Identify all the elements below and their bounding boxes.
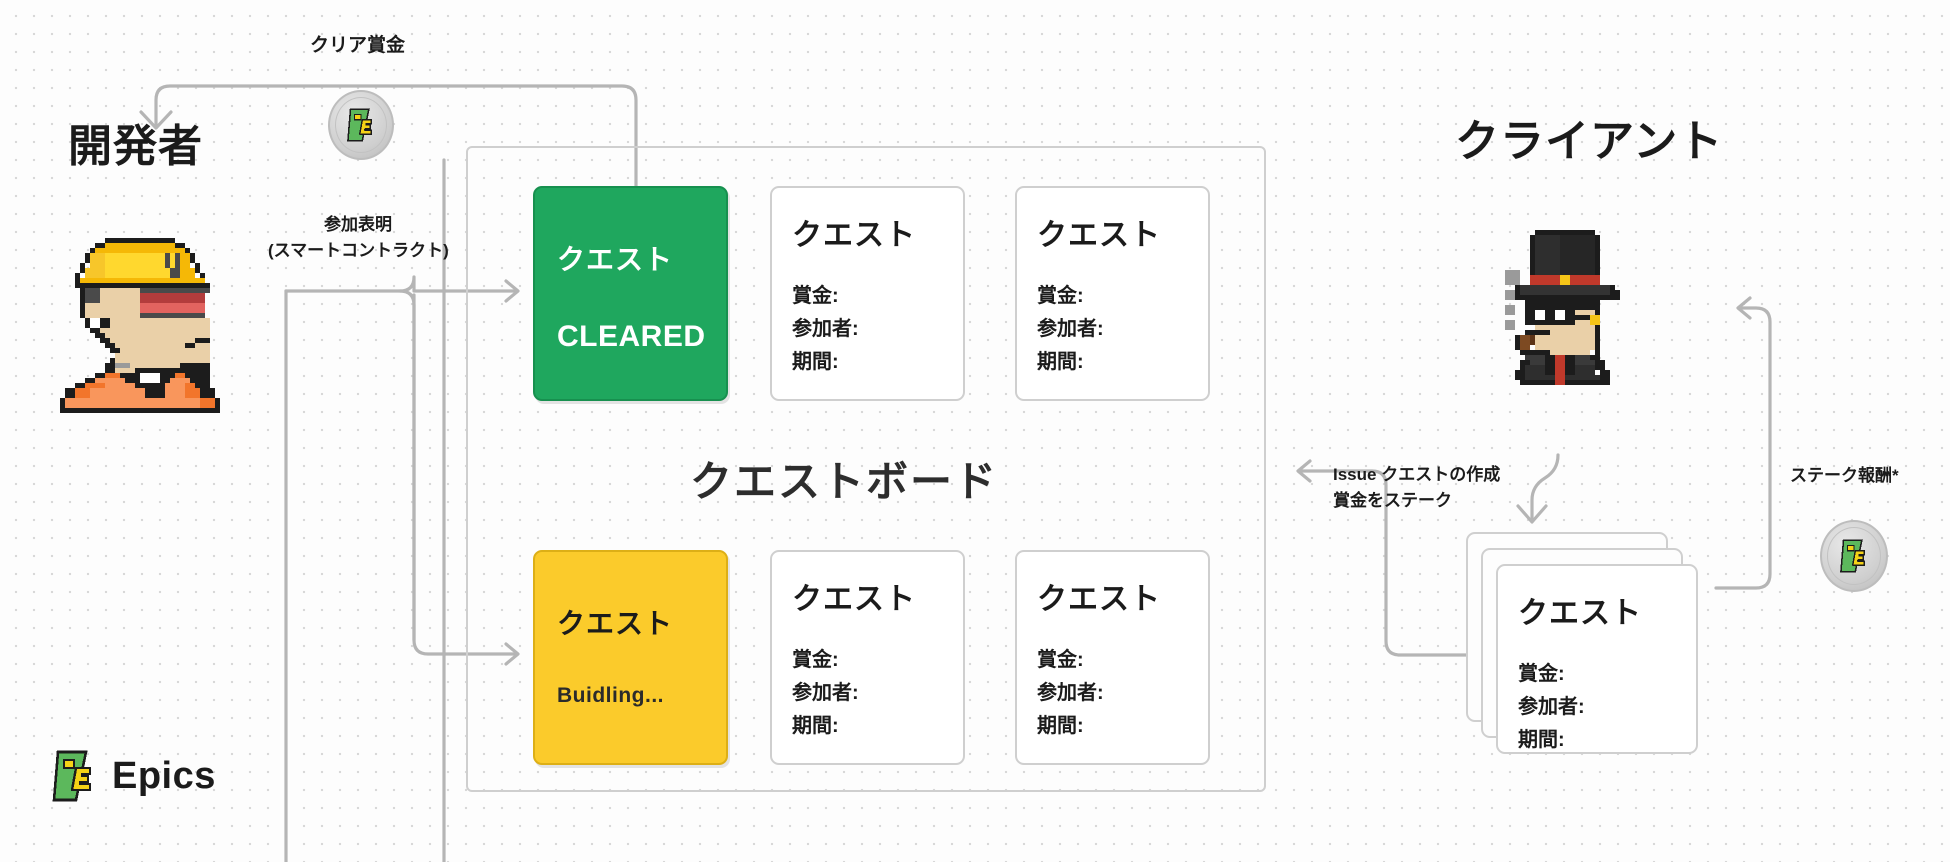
issue-creation-line2: 賞金をステーク xyxy=(1333,490,1452,510)
field-reward: 賞金: xyxy=(1518,663,1565,685)
field-participants: 参加者: xyxy=(1037,318,1104,340)
field-period: 期間: xyxy=(792,351,839,373)
epics-brand-logo: Epics xyxy=(52,750,216,802)
field-participants: 参加者: xyxy=(1037,682,1104,704)
quest-board xyxy=(466,146,1266,792)
epics-logo-mark xyxy=(52,750,92,802)
quest-card-top-3[interactable]: クエスト 賞金: 参加者: 期間: xyxy=(1015,186,1210,401)
epics-token-coin-stake xyxy=(1820,520,1888,592)
quest-card-status: Buidling... xyxy=(557,684,664,707)
quest-card-title: クエスト xyxy=(792,583,916,616)
quest-card-cleared[interactable]: クエスト CLEARED xyxy=(533,186,728,401)
field-reward: 賞金: xyxy=(792,285,839,307)
stake-reward-label: ステーク報酬* xyxy=(1790,466,1899,485)
field-period: 期間: xyxy=(792,715,839,737)
client-title: クライアント xyxy=(1455,117,1724,166)
developer-pixel-avatar xyxy=(60,238,220,413)
quest-card-bottom-2[interactable]: クエスト 賞金: 参加者: 期間: xyxy=(770,550,965,765)
epics-token-coin-clear xyxy=(328,90,394,160)
quest-board-title: クエストボード xyxy=(690,458,999,505)
participation-label-line1: 参加表明 xyxy=(324,215,392,234)
developer-title: 開発者 xyxy=(68,122,203,171)
field-reward: 賞金: xyxy=(792,649,839,671)
field-participants: 参加者: xyxy=(792,682,859,704)
quest-card-fields: 賞金: 参加者: 期間: xyxy=(1037,644,1188,743)
quest-card-title: クエスト xyxy=(557,608,674,639)
field-reward: 賞金: xyxy=(1037,285,1084,307)
clear-reward-label: クリア賞金 xyxy=(310,35,406,56)
quest-card-fields: 賞金: 参加者: 期間: xyxy=(792,280,943,379)
quest-card-title: クエスト xyxy=(1518,597,1642,630)
field-period: 期間: xyxy=(1037,715,1084,737)
quest-card-fields: 賞金: 参加者: 期間: xyxy=(792,644,943,743)
quest-card-title: クエスト xyxy=(1037,583,1161,616)
quest-card-top-2[interactable]: クエスト 賞金: 参加者: 期間: xyxy=(770,186,965,401)
quest-card-title: クエスト xyxy=(1037,219,1161,252)
quest-card-status: CLEARED xyxy=(557,320,706,353)
quest-card-fields: 賞金: 参加者: 期間: xyxy=(1518,658,1676,757)
field-participants: 参加者: xyxy=(1518,696,1585,718)
field-reward: 賞金: xyxy=(1037,649,1084,671)
field-period: 期間: xyxy=(1037,351,1084,373)
field-participants: 参加者: xyxy=(792,318,859,340)
client-pixel-avatar xyxy=(1505,230,1620,385)
quest-card-title: クエスト xyxy=(792,219,916,252)
client-quest-card-front[interactable]: クエスト 賞金: 参加者: 期間: xyxy=(1496,564,1698,754)
quest-card-bottom-3[interactable]: クエスト 賞金: 参加者: 期間: xyxy=(1015,550,1210,765)
quest-card-building[interactable]: クエスト Buidling... xyxy=(533,550,728,765)
participation-label-line2: (スマートコントラクト) xyxy=(268,240,449,260)
quest-card-title: クエスト xyxy=(557,244,674,275)
epics-brand-name: Epics xyxy=(112,754,216,797)
field-period: 期間: xyxy=(1518,729,1565,751)
quest-card-fields: 賞金: 参加者: 期間: xyxy=(1037,280,1188,379)
participation-label: 参加表明 (スマートコントラクト) xyxy=(268,212,449,263)
issue-creation-line1: Issue クエストの作成 xyxy=(1333,465,1501,484)
issue-creation-label: Issue クエストの作成 賞金をステーク xyxy=(1333,462,1500,513)
